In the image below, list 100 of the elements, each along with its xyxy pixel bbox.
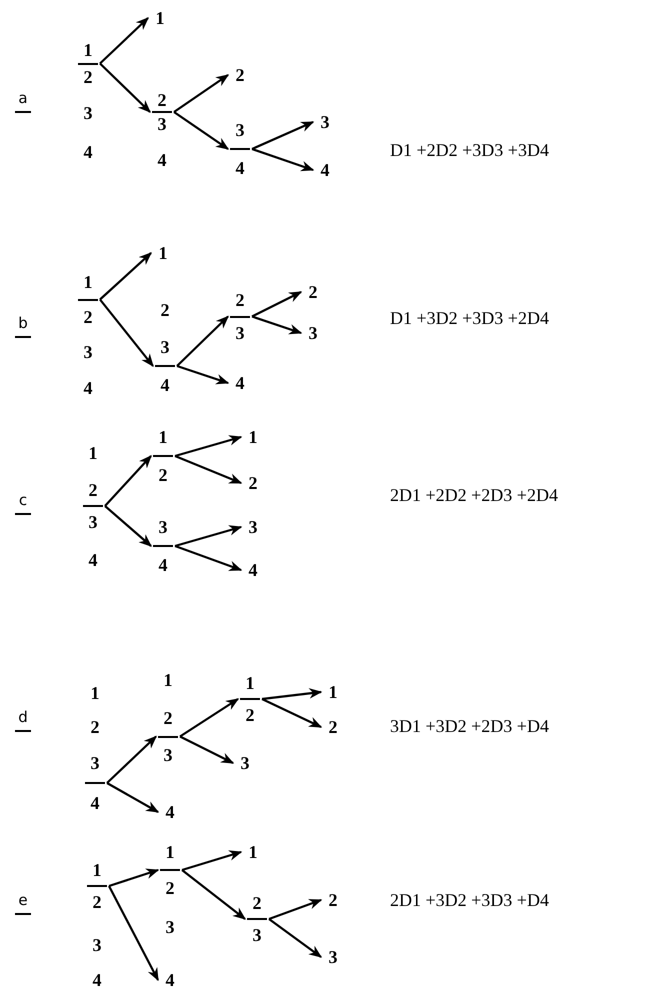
panel-letter: a [15, 89, 31, 113]
number-text: 2 [162, 708, 174, 728]
number-text: 1 [158, 243, 168, 263]
number-text: 1 [328, 682, 338, 702]
arrow [174, 544, 242, 572]
number-text: 3 [82, 103, 94, 123]
number-text: 4 [234, 158, 246, 178]
number-text: 3 [88, 512, 98, 532]
arrow [268, 918, 322, 958]
number-text: 2 [308, 282, 318, 302]
arrow [180, 736, 234, 764]
number-text: 3 [90, 753, 100, 773]
number-text: 4 [320, 160, 330, 180]
formula-text: D1 +3D2 +3D3 +2D4 [390, 307, 549, 329]
number-text: 1 [158, 427, 168, 447]
number-text: 2 [328, 717, 338, 737]
arrow [181, 869, 246, 920]
arrow [182, 850, 242, 872]
formula-text: 3D1 +3D2 +2D3 +D4 [390, 715, 549, 737]
number-text: 2 [244, 705, 256, 725]
number-text: 1 [92, 860, 102, 880]
number-text: 2 [90, 717, 100, 737]
number-text: 4 [90, 793, 100, 813]
panel-letter: d [15, 708, 31, 732]
number-text: 3 [234, 323, 246, 343]
number-text: 1 [154, 8, 166, 28]
arrow [174, 525, 242, 548]
number-text: 4 [82, 142, 94, 162]
formula-text: D1 +2D2 +3D3 +3D4 [390, 139, 549, 161]
number-text: 2 [160, 300, 170, 320]
number-text: 1 [90, 683, 100, 703]
arrow [99, 298, 154, 368]
arrow [173, 74, 230, 113]
panel-letter: c [15, 491, 31, 515]
arrow [106, 736, 157, 784]
number-text: 1 [88, 443, 98, 463]
arrow [268, 898, 322, 920]
number-text: 2 [164, 878, 176, 898]
number-text: 1 [162, 670, 174, 690]
number-text: 3 [156, 114, 168, 134]
number-text: 3 [248, 517, 258, 537]
number-text: 4 [160, 375, 170, 395]
formula-text: 2D1 +3D2 +3D3 +D4 [390, 889, 549, 911]
number-text: 4 [164, 802, 176, 822]
number-text: 3 [234, 120, 246, 140]
arrow [252, 315, 302, 334]
arrow [104, 505, 152, 547]
number-text: 2 [234, 290, 246, 310]
number-text: 1 [82, 40, 94, 60]
number-text: 1 [244, 673, 256, 693]
number-text: 1 [82, 272, 94, 292]
number-text: 2 [92, 892, 102, 912]
arrow [106, 782, 160, 813]
number-text: 4 [234, 373, 246, 393]
number-text: 3 [164, 917, 176, 937]
number-text: 4 [88, 550, 98, 570]
arrow [108, 868, 160, 888]
number-text: 2 [252, 893, 262, 913]
number-text: 4 [156, 150, 168, 170]
number-text: 4 [158, 555, 168, 575]
number-text: 4 [82, 378, 94, 398]
number-text: 4 [92, 970, 102, 990]
number-text: 3 [82, 342, 94, 362]
number-text: 3 [92, 935, 102, 955]
panel-letter: b [15, 314, 31, 338]
number-text: 2 [156, 90, 168, 110]
arrow [99, 17, 149, 64]
number-text: 3 [158, 517, 168, 537]
number-text: 2 [158, 465, 168, 485]
number-text: 2 [82, 67, 94, 87]
arrow [99, 252, 152, 300]
arrow [174, 435, 242, 458]
number-text: 2 [234, 65, 246, 85]
number-text: 3 [240, 753, 250, 773]
panel-letter: e [15, 891, 31, 915]
number-text: 3 [328, 947, 338, 967]
number-text: 1 [248, 842, 258, 862]
number-text: 4 [248, 560, 258, 580]
arrow [252, 291, 302, 318]
arrow [174, 454, 242, 484]
number-text: 3 [252, 925, 262, 945]
arrow [176, 364, 230, 384]
number-text: 3 [320, 112, 330, 132]
arrow [262, 688, 322, 700]
arrow [108, 886, 159, 982]
number-text: 1 [248, 427, 258, 447]
arrow [262, 698, 322, 728]
arrow [104, 455, 152, 507]
number-text: 2 [328, 890, 338, 910]
arrow [252, 148, 314, 172]
number-text: 4 [164, 970, 176, 990]
number-text: 2 [88, 480, 98, 500]
number-text: 1 [164, 842, 176, 862]
number-text: 3 [162, 745, 174, 765]
arrow [179, 698, 240, 738]
arrow [252, 121, 314, 150]
number-text: 3 [160, 337, 170, 357]
number-text: 3 [308, 323, 318, 343]
arrow [173, 111, 230, 150]
number-text: 2 [82, 307, 94, 327]
